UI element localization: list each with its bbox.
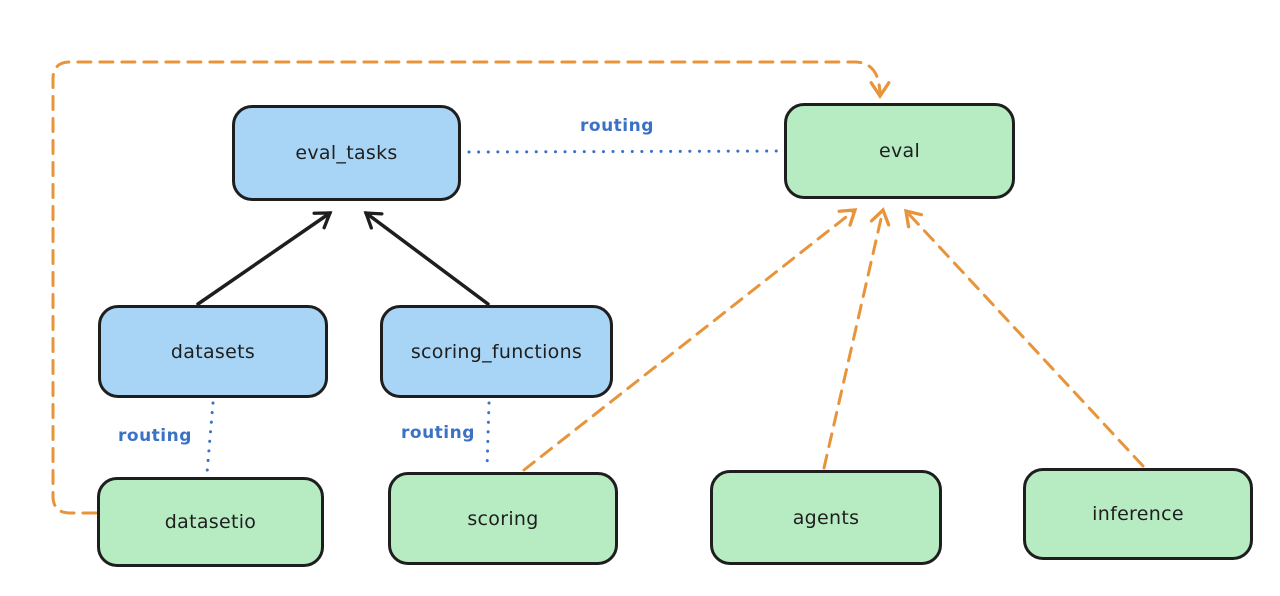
node-datasetio: datasetio <box>97 477 324 567</box>
node-inference-label: inference <box>1092 503 1184 525</box>
edge-inference-to-eval-dashed <box>903 208 1145 468</box>
node-eval-tasks: eval_tasks <box>232 105 461 201</box>
edge-label-routing-eval-tasks-eval: routing <box>580 116 654 136</box>
edge-label-routing-datasets-datasetio: routing <box>118 426 192 446</box>
node-eval-tasks-label: eval_tasks <box>295 142 398 164</box>
edge-scoring-functions-to-scoring-dotted <box>485 401 491 470</box>
edge-label-routing-scoring-functions-scoring: routing <box>401 423 475 443</box>
edge-datasets-to-eval-tasks <box>196 211 333 306</box>
node-scoring-functions: scoring_functions <box>380 305 613 398</box>
edge-scoring-functions-to-eval-tasks <box>363 211 490 306</box>
edge-datasets-to-datasetio-dotted <box>205 401 215 475</box>
node-eval: eval <box>784 103 1015 199</box>
node-scoring: scoring <box>388 472 618 565</box>
node-scoring-label: scoring <box>467 507 539 530</box>
node-inference: inference <box>1023 468 1253 560</box>
edge-eval-tasks-to-eval-dotted <box>467 149 788 154</box>
edge-scoring-to-eval-dashed <box>522 208 858 472</box>
edge-datasetio-to-eval-dashed <box>51 60 891 515</box>
node-datasets-label: datasets <box>170 340 256 363</box>
node-datasetio-label: datasetio <box>164 511 257 533</box>
node-agents: agents <box>710 470 942 565</box>
edge-agents-to-eval-dashed <box>822 207 891 470</box>
node-agents-label: agents <box>792 506 860 529</box>
node-scoring-functions-label: scoring_functions <box>410 340 583 363</box>
node-eval-label: eval <box>878 140 921 162</box>
node-datasets: datasets <box>98 305 328 398</box>
